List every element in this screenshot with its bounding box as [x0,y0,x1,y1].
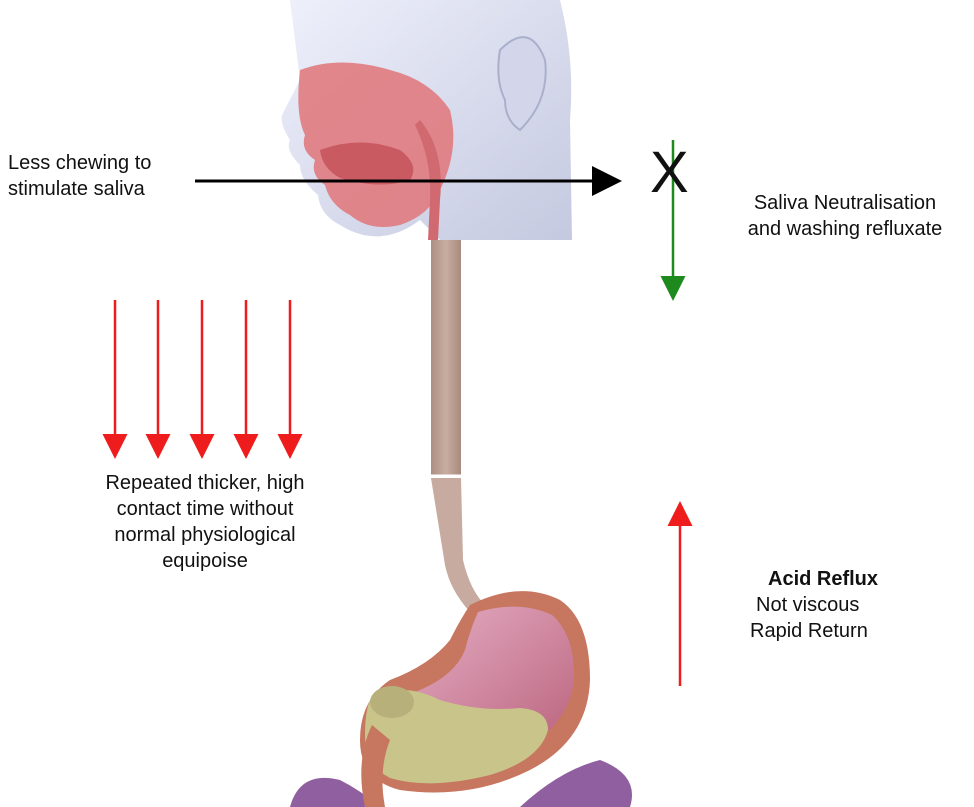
esophagus [431,240,461,476]
thick-label-line: Repeated thicker, high [60,470,350,496]
pylorus [370,686,414,718]
saliva-label-line: Saliva Neutralisation [720,190,970,216]
lower-esophagus [431,478,485,612]
saliva-label-line: and washing refluxate [720,216,970,242]
reflux-line: Not viscous [740,592,940,618]
reflux-line: Rapid Return [740,618,940,644]
thick-label-line: contact time without [60,496,350,522]
head-illustration [282,0,572,240]
reflux-title: Acid Reflux [740,566,940,592]
thick-bolus-label: Repeated thicker, high contact time with… [60,470,350,574]
reflux-label: Acid Reflux Not viscous Rapid Return [740,566,940,644]
thick-label-line: normal physiological [60,522,350,548]
saliva-label: Saliva Neutralisation and washing reflux… [720,190,970,242]
thick-label-line: equipoise [60,548,350,574]
chewing-label-line: stimulate saliva [8,176,151,202]
blocked-x-mark: X [650,138,689,208]
thick-bolus-arrows [115,300,290,454]
chewing-label: Less chewing to stimulate saliva [8,150,151,202]
chewing-label-line: Less chewing to [8,150,151,176]
stomach-illustration [290,591,632,807]
